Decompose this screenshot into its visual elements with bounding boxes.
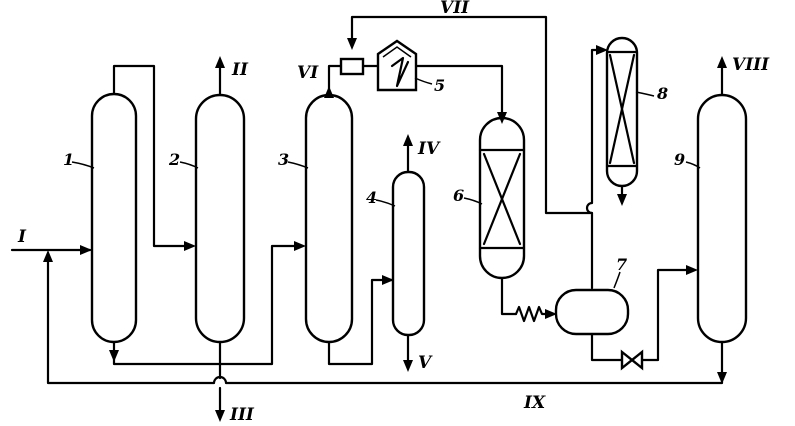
- unit-label-8: 8: [656, 84, 668, 103]
- arrow-into-7: [545, 309, 557, 319]
- stream-label-VIII: VIII: [732, 55, 770, 75]
- equipment: [90, 36, 748, 371]
- arrow-VIII: [717, 56, 727, 68]
- absorber-8: [605, 36, 639, 188]
- stream-label-V: V: [418, 353, 433, 373]
- unit-label-6: 6: [453, 186, 464, 205]
- arrow-into-4: [382, 275, 394, 285]
- small-exchanger: [339, 57, 365, 76]
- stream-label-III: III: [229, 405, 255, 425]
- arrow-1-bottom: [109, 350, 119, 362]
- unit-label-2: 2: [168, 150, 180, 169]
- control-valve: [620, 349, 644, 371]
- separator-7: [554, 288, 630, 336]
- arrow-recycle-IX-up: [43, 250, 53, 262]
- stream-label-VI: VI: [297, 63, 319, 83]
- pipe-valve-to-9: [640, 268, 692, 362]
- arrow-into-3: [294, 241, 306, 251]
- pipe-3-bottom-to-4: [327, 278, 394, 366]
- unit-label-3: 3: [278, 150, 289, 169]
- arrow-VII-down: [347, 38, 357, 50]
- column-3: [304, 93, 354, 344]
- unit-label-4: 4: [366, 188, 377, 207]
- column-9: [696, 93, 748, 344]
- unit-labels: 1 2 3 4 5 6 7 8 9: [63, 76, 685, 274]
- column-1: [90, 92, 138, 344]
- unit-label-1: 1: [63, 150, 74, 169]
- arrow-9-bottom: [717, 372, 727, 384]
- arrow-into-6: [497, 112, 507, 124]
- cooler-coil: [514, 305, 552, 323]
- stream-label-I: I: [17, 227, 27, 247]
- pipe-reactor-to-separator: [500, 276, 518, 316]
- unit-label-9: 9: [674, 150, 685, 169]
- arrow-feed-I: [80, 245, 92, 255]
- pipe-separator-to-absorber: [585, 48, 606, 290]
- stream-label-IV: IV: [417, 139, 441, 159]
- pipe-separator-to-column-9: [590, 332, 624, 362]
- reactor-6: [478, 116, 526, 280]
- pipe-3-top-VI: [327, 64, 343, 97]
- pipe-1-top-to-2: [112, 64, 192, 248]
- stream-labels: I II III IV V VI VII VIII IX: [17, 0, 770, 425]
- arrowheads: [43, 38, 727, 422]
- column-4: [391, 170, 426, 337]
- arrow-IV: [403, 134, 413, 146]
- arrow-8-bottom: [617, 194, 627, 206]
- stream-label-IX: IX: [523, 393, 546, 413]
- arrow-into-9: [686, 265, 698, 275]
- arrow-into-8: [596, 45, 608, 55]
- stream-label-II: II: [231, 60, 249, 80]
- piping: [10, 15, 724, 418]
- recycle-gas-VII: [350, 15, 594, 215]
- label-leaders: [71, 77, 701, 289]
- arrow-into-2: [184, 241, 196, 251]
- unit-label-7: 7: [616, 255, 627, 274]
- furnace-5: [376, 39, 418, 92]
- stream-label-VII: VII: [440, 0, 470, 18]
- arrow-VI: [324, 86, 334, 98]
- arrow-III: [215, 410, 225, 422]
- recycle-line-IX: [46, 256, 724, 385]
- column-2: [194, 93, 246, 344]
- arrow-V: [403, 360, 413, 372]
- pipe-heater-to-reactor: [414, 64, 504, 120]
- unit-label-5: 5: [434, 76, 445, 95]
- arrow-II: [215, 56, 225, 68]
